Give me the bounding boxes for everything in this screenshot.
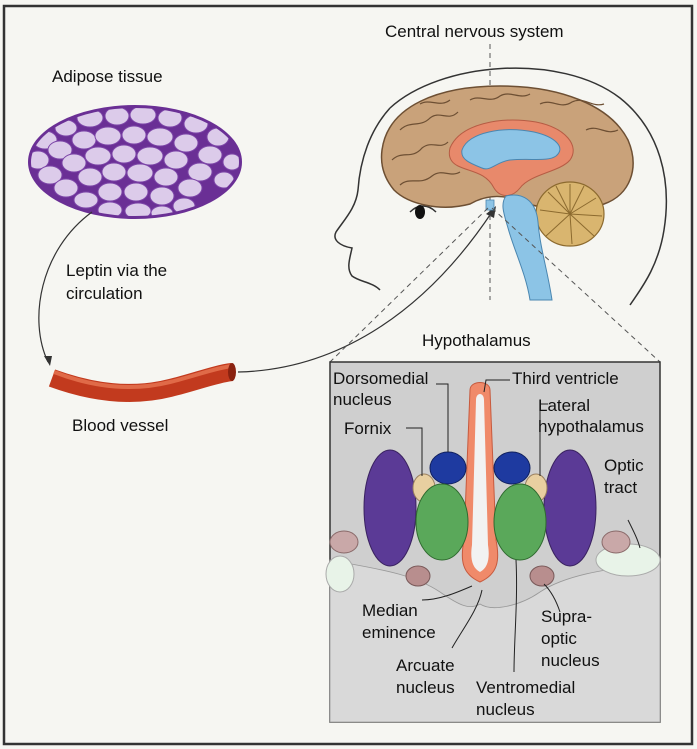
supraoptic-nucleus-label: Supra- optic nucleus [541, 607, 600, 670]
arcuate-nucleus-label: Arcuate nucleus [396, 656, 455, 697]
leptin-arrowhead [44, 356, 52, 366]
dorsomedial-nucleus-label: Dorsomedial nucleus [333, 369, 429, 409]
optic-tract-label: Optic tract [604, 456, 644, 497]
outer-frame [2, 4, 694, 746]
adipose-tissue-illustration [28, 105, 242, 219]
median-eminence-label: Median eminence [362, 601, 436, 642]
third-ventricle-label: Third ventricle [512, 369, 619, 388]
blood-vessel-illustration [48, 363, 236, 402]
hypothalamus-label: Hypothalamus [422, 331, 531, 350]
vessel-to-brain-arrow [237, 211, 493, 373]
lateral-hypothalamus-label: Lateral hypothalamus [538, 396, 644, 436]
hypothalamus-inset [325, 361, 661, 723]
leptin-label: Leptin via the circulation [66, 261, 168, 303]
adipose-tissue-label: Adipose tissue [52, 67, 163, 86]
ventromedial-nucleus-label: Ventromedial nucleus [476, 678, 576, 719]
brain-illustration [380, 85, 634, 301]
blood-vessel-label: Blood vessel [72, 416, 169, 435]
fornix-label: Fornix [344, 419, 392, 438]
leptin-arrow [38, 211, 93, 363]
zoom-line-right [491, 207, 661, 363]
cns-label: Central nervous system [385, 22, 564, 41]
zoom-line-left [329, 207, 489, 363]
